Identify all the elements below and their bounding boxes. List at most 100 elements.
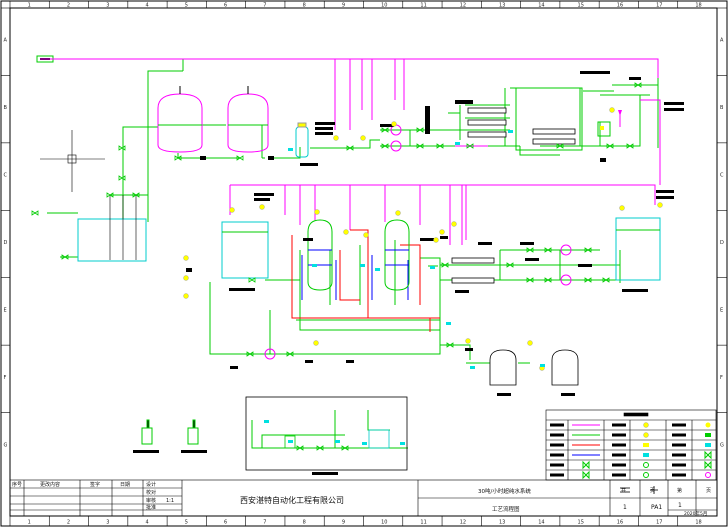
flow-indicator-icon [362,442,367,445]
pressure-gauge-icon [609,107,615,113]
pressure-gauge-icon [465,338,471,344]
legend-switch-icon [643,443,649,447]
tb-page-total-suffix: 页 [650,488,655,494]
high-pressure-pump-2 [390,140,402,152]
legend-gauge-icon [643,422,649,428]
valve-icon [584,247,592,253]
legend-valve-icon [704,450,712,460]
row-label-left: F [4,375,7,381]
valve-icon [296,445,304,451]
equipment-tag [181,450,207,453]
flow-indicator-icon [335,440,340,443]
column-label-bottom: 6 [224,520,227,526]
valves [31,82,642,451]
equipment-tag [380,124,394,127]
valve-icon [436,143,444,149]
equipment-tag [656,196,674,199]
flow-indicator-icon [455,142,460,145]
pressure-gauge-icon [313,340,319,346]
pressure-gauge-icon [619,205,625,211]
legend-label-bar [612,463,626,467]
tb-role-approve: 批准 [146,504,156,511]
valve-icon [106,192,114,198]
legend-pump-icon [705,472,711,478]
legend-valve-icon [582,460,590,470]
filter-vessel-2 [227,86,269,153]
valve-icon [236,155,244,161]
pressure-gauge-icon [183,275,189,281]
legend-label-bar [612,443,626,447]
column-label-top: 16 [617,3,623,9]
column-label-top: 13 [499,3,505,9]
legend-label-bar [550,443,564,447]
pressure-gauge-icon [527,340,533,346]
legend-pump-icon [643,472,649,478]
pressure-gauge-icon [433,237,439,243]
row-label-right: D [720,240,724,246]
valve-icon [346,145,354,151]
legend-gauge-icon [643,432,649,438]
valve-icon [544,277,552,283]
valve-icon [606,143,614,149]
flow-indicator-icon [288,440,293,443]
column-label-bottom: 3 [106,520,109,526]
column-label-top: 11 [420,3,426,9]
legend-symbols [550,422,712,494]
valve-icon [416,143,424,149]
project-name: 30吨/小时超纯水系统 [478,487,531,495]
valve-icon [118,145,126,151]
equipment-tag [580,71,610,74]
legend-flow-icon [643,453,649,457]
equipment-tag [268,156,274,160]
pressure-gauge-icon [391,121,397,127]
tb-page-total: 1 [623,504,627,511]
equipment-tag [520,242,534,245]
flow-indicator-icon [288,148,293,151]
column-label-top: 14 [538,3,544,9]
row-label-right: A [720,38,724,44]
column-label-top: 4 [145,3,148,9]
row-label-left: G [4,442,8,448]
row-label-right: F [720,375,723,381]
flow-indicator-icon [400,442,405,445]
column-label-bottom: 10 [381,520,387,526]
flow-indicator-icon [430,266,435,269]
drain-piping [291,229,440,332]
legend-valve-icon [704,460,712,470]
column-label-bottom: 17 [656,520,662,526]
filter-vessel-1 [157,86,203,153]
flow-indicator-icon [446,322,451,325]
valve-icon [118,175,126,181]
equipment-tag [315,132,333,135]
raw-water-piping-upper [53,58,659,222]
legend-label-bar [550,463,564,467]
column-label-top: 3 [106,3,109,9]
pressure-gauge-icon [333,135,339,141]
tb-page-current-label: 第 [677,487,682,494]
raw-water-tank [77,195,147,262]
column-label-bottom: 1 [28,520,31,526]
equipment-tag [315,122,335,125]
column-label-bottom: 11 [420,520,426,526]
product-water-tank [615,217,661,281]
equipment-tags [133,71,684,475]
equipment-tag [664,108,684,111]
pressure-gauge-icon [183,293,189,299]
pressure-gauge-icon [314,209,320,215]
valve-icon [544,247,552,253]
equipment-tag [425,106,430,134]
pressure-gauge-icon [183,255,189,261]
legend-label-bar [550,423,564,427]
equipment-tag [303,238,313,241]
valve-icon [341,445,349,451]
column-ticks [9,1,679,526]
ro-skid-outline [515,87,583,151]
tb-header-change: 更改内容 [40,481,60,488]
column-label-top: 5 [185,3,188,9]
legend-label-bar [550,453,564,457]
tb-page-current-suffix: 页 [706,488,711,494]
equipment-tag [478,242,492,245]
